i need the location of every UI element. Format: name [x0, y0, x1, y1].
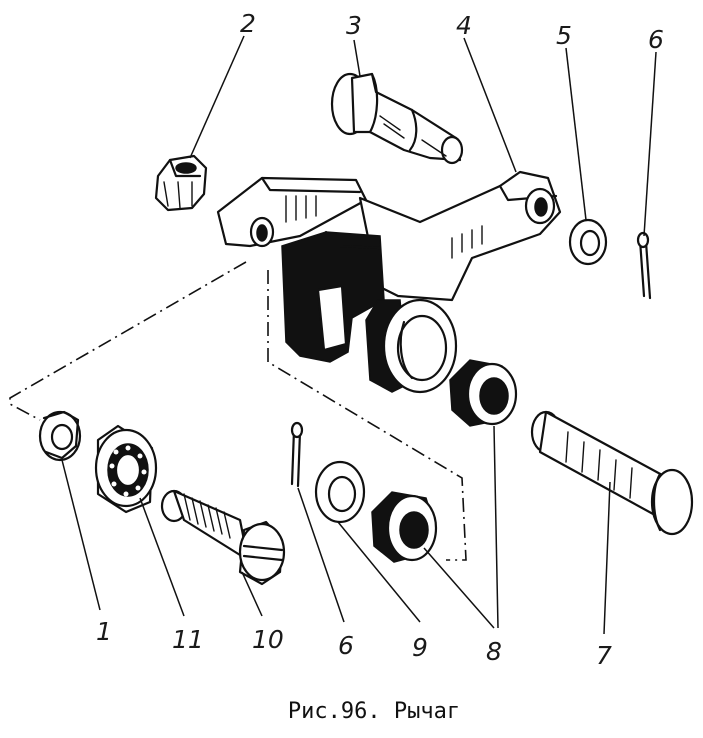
- threaded-stud-part-10: [160, 489, 286, 586]
- lever-body: [216, 170, 562, 394]
- callout-3: 3: [346, 11, 362, 40]
- callout-10: 10: [252, 625, 284, 654]
- assembly-axes: [9, 261, 467, 561]
- washer-part-5: [568, 218, 608, 266]
- callout-1: 1: [96, 617, 112, 646]
- figure-caption: Рис.96. Рычаг: [288, 699, 460, 724]
- callout-4: 4: [456, 11, 472, 40]
- callout-6-lower: 6: [338, 631, 354, 660]
- washer-part-1: [38, 410, 82, 462]
- washer-part-9: [314, 460, 366, 524]
- callout-2: 2: [240, 9, 256, 38]
- callout-8: 8: [486, 637, 502, 666]
- headed-pin-part-7: [530, 410, 694, 536]
- callout-6-upper: 6: [648, 25, 664, 54]
- callout-9: 9: [412, 633, 428, 662]
- leader-lines: [61, 35, 657, 635]
- nut-part-2: [154, 154, 208, 212]
- bearing-part-11: [94, 424, 158, 514]
- callout-5: 5: [556, 21, 572, 50]
- bushing-part-8-lower: [371, 491, 438, 563]
- callout-7: 7: [596, 641, 612, 670]
- cotter-pin-part-6-upper: [636, 231, 652, 300]
- bushing-part-8-upper: [449, 359, 518, 427]
- callout-labels: 2 3 4 5 6 1 11 10 6 9 8 7: [96, 9, 664, 670]
- stepped-pin-part-3: [330, 72, 464, 165]
- cotter-pin-part-6-lower: [290, 421, 304, 488]
- callout-11: 11: [172, 625, 204, 654]
